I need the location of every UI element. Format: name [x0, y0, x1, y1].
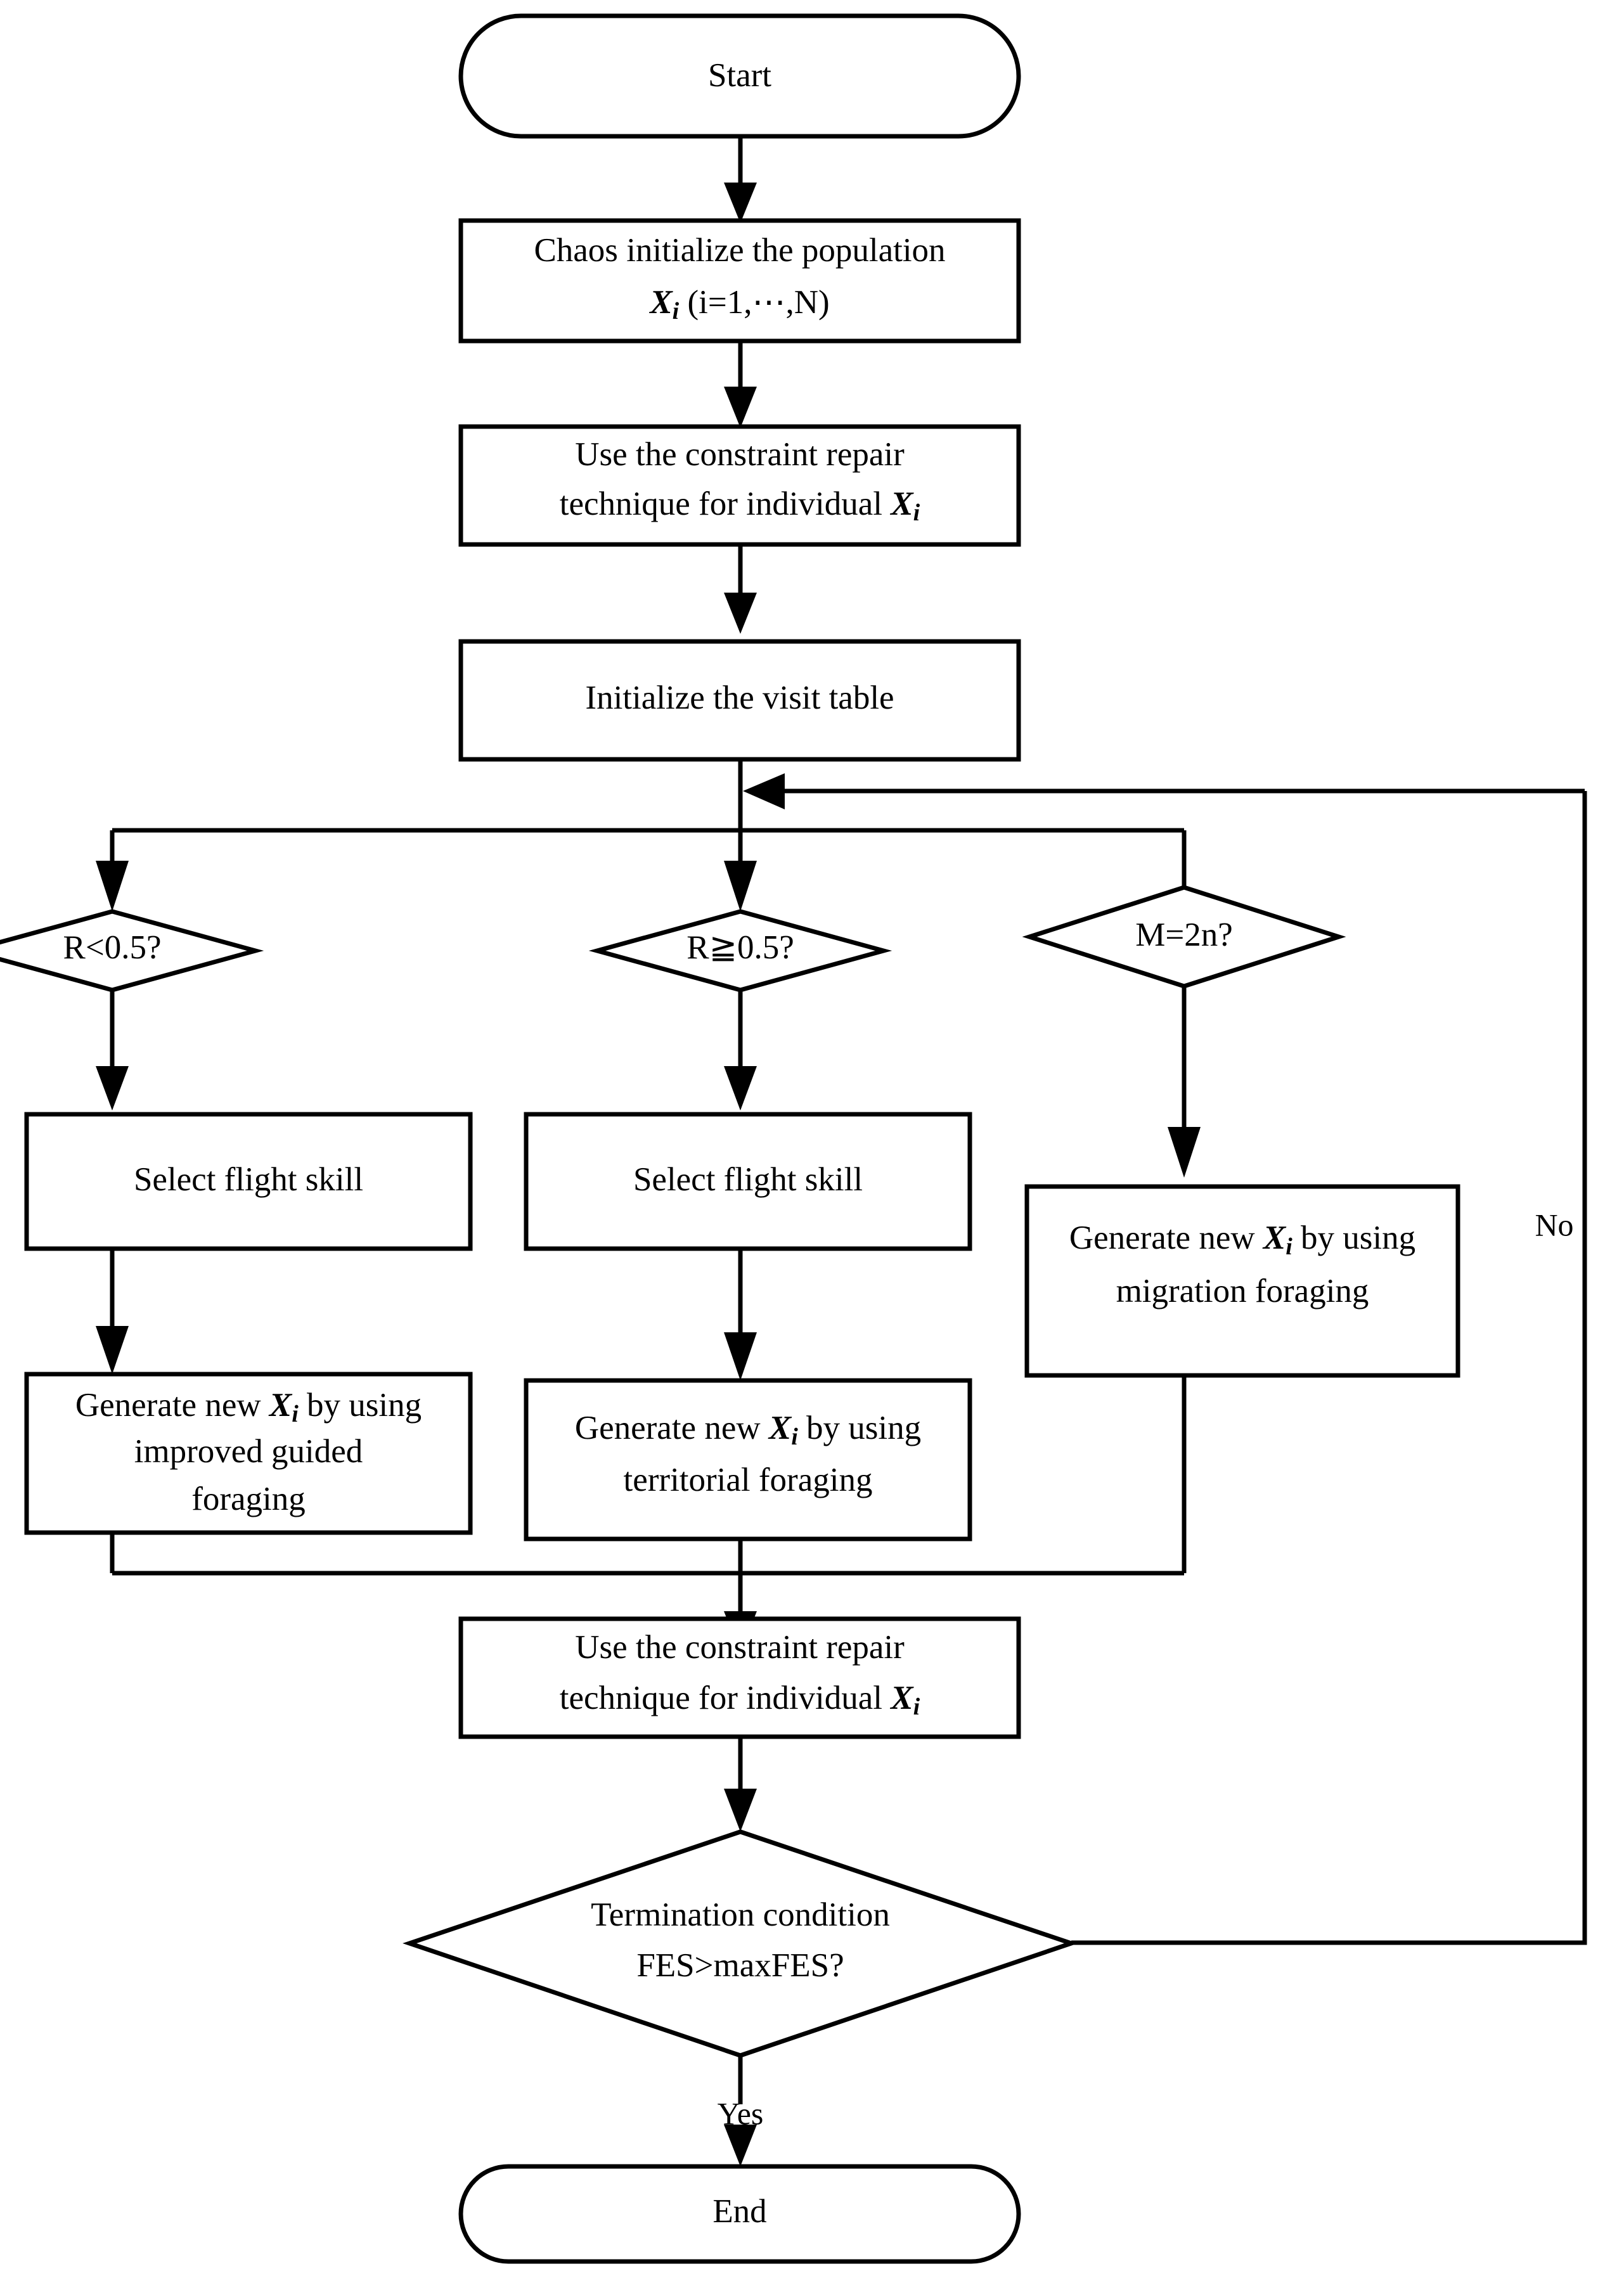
node-chaos-suffix: (i=1,⋯,N) [679, 284, 829, 321]
edge-repair-bottom-to-termination [724, 1737, 757, 1832]
node-select-flight-skill-left[interactable]: Select flight skill [24, 1112, 473, 1251]
edge-decision-mid-to-flight [724, 989, 757, 1110]
node-repair-bottom-symbol: X [889, 1680, 914, 1716]
edge-start-to-chaos [724, 138, 757, 223]
node-flight-mid-label: Select flight skill [633, 1161, 863, 1198]
node-migration-prefix: Generate new [1069, 1219, 1263, 1256]
node-repair-top-line2: technique for individual Xi [560, 486, 920, 526]
node-end-label: End [712, 2193, 766, 2230]
node-chaos-subscript: i [673, 298, 680, 325]
node-decision-r-lt-label: R<0.5? [63, 929, 161, 966]
node-guided-line2: improved guided [134, 1433, 363, 1470]
node-repair-top-prefix: technique for individual [560, 486, 891, 522]
node-migration-symbol: X [1262, 1219, 1287, 1256]
node-decision-m-label: M=2n? [1135, 917, 1233, 953]
edge-decision-left-to-flight [96, 989, 129, 1110]
edge-chaos-to-repair [724, 340, 757, 428]
node-flight-left-label: Select flight skill [134, 1161, 363, 1198]
edge-repair-to-visit [724, 544, 757, 634]
node-chaos-line1: Chaos initialize the population [534, 232, 945, 269]
node-start[interactable]: Start [458, 13, 1021, 139]
node-repair-top-subscript: i [913, 499, 920, 526]
node-chaos-initialize[interactable]: Chaos initialize the population Xi (i=1,… [458, 218, 1021, 344]
node-guided-line1: Generate new Xi by using [75, 1387, 422, 1427]
node-end[interactable]: End [458, 2164, 1021, 2264]
node-guided-prefix: Generate new [75, 1387, 269, 1424]
node-termination-line1: Termination condition [591, 1896, 890, 1933]
node-repair-top-line1: Use the constraint repair [575, 436, 905, 473]
edge-termination-no [1071, 791, 1587, 1945]
node-territorial-symbol: X [768, 1410, 792, 1446]
node-decision-r-greater-equal[interactable]: R≧0.5? [588, 909, 893, 993]
node-decision-r-less-than[interactable]: R<0.5? [0, 909, 264, 993]
node-constraint-repair-bottom[interactable]: Use the constraint repair technique for … [458, 1616, 1021, 1739]
edge-decision-right-to-migration [1168, 986, 1201, 1178]
edge-label-no: No [1535, 1207, 1573, 1242]
node-decision-r-ge-label: R≧0.5? [686, 929, 794, 966]
edge-fanbar-to-decision-left [96, 830, 129, 911]
node-territorial-subscript: i [791, 1424, 798, 1450]
node-chaos-symbol: X [648, 284, 673, 321]
node-migration-line1: Generate new Xi by using [1069, 1219, 1415, 1260]
edge-flight-left-to-guided [96, 1250, 129, 1374]
node-migration-foraging[interactable]: Generate new Xi by using migration forag… [1024, 1184, 1460, 1378]
node-territorial-line2: territorial foraging [624, 1462, 873, 1498]
node-territorial-foraging[interactable]: Generate new Xi by using territorial for… [524, 1378, 972, 1541]
node-migration-line2: migration foraging [1116, 1273, 1369, 1309]
edge-flight-mid-to-territorial [724, 1250, 757, 1380]
node-termination-line2: FES>maxFES? [636, 1947, 844, 1984]
node-territorial-line1: Generate new Xi by using [575, 1410, 921, 1450]
node-repair-bottom-prefix: technique for individual [560, 1680, 891, 1716]
edge-label-yes: Yes [718, 2095, 764, 2131]
edge-termination-yes [724, 2055, 757, 2166]
node-chaos-line2: Xi (i=1,⋯,N) [648, 284, 829, 325]
node-guided-subscript: i [292, 1401, 299, 1427]
node-visit-table-label: Initialize the visit table [585, 679, 894, 716]
edge-loopback-arrow [743, 773, 1585, 809]
node-repair-top-symbol: X [889, 486, 914, 522]
edge-fanbar-to-decision-mid [724, 830, 757, 911]
node-territorial-suffix: by using [798, 1410, 921, 1446]
node-guided-line3: foraging [191, 1481, 306, 1517]
node-repair-bottom-line2: technique for individual Xi [560, 1680, 920, 1720]
node-migration-suffix: by using [1292, 1219, 1415, 1256]
node-decision-m-equals[interactable]: M=2n? [1022, 885, 1346, 989]
node-migration-subscript: i [1286, 1233, 1292, 1260]
node-guided-symbol: X [268, 1387, 293, 1424]
node-repair-bottom-subscript: i [913, 1694, 920, 1720]
node-guided-foraging[interactable]: Generate new Xi by using improved guided… [24, 1372, 473, 1535]
node-start-label: Start [708, 57, 771, 94]
node-repair-bottom-line1: Use the constraint repair [575, 1629, 905, 1666]
node-select-flight-skill-mid[interactable]: Select flight skill [524, 1112, 972, 1251]
node-termination-condition[interactable]: Termination condition FES>maxFES? [403, 1829, 1078, 2058]
node-guided-suffix: by using [299, 1387, 422, 1424]
node-initialize-visit-table[interactable]: Initialize the visit table [458, 639, 1021, 762]
node-territorial-prefix: Generate new [575, 1410, 769, 1446]
node-constraint-repair-top[interactable]: Use the constraint repair technique for … [458, 424, 1021, 547]
